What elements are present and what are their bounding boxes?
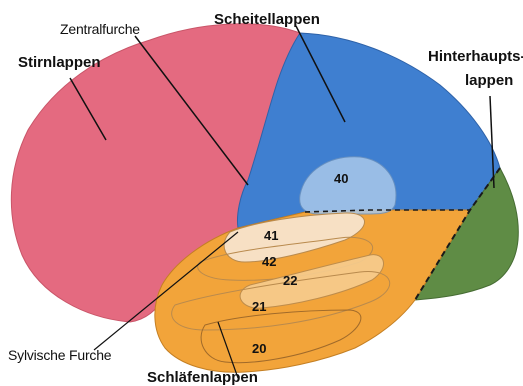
zentralfurche-label: Zentralfurche [60, 22, 140, 36]
area-21-number: 21 [252, 300, 266, 313]
stirnlappen-label: Stirnlappen [18, 55, 101, 70]
area-40-number: 40 [334, 172, 348, 185]
sylvische-furche-label: Sylvische Furche [8, 348, 111, 362]
area-41-number: 41 [264, 229, 278, 242]
schlaefenlappen-label: Schläfenlappen [147, 370, 258, 385]
area-42-number: 42 [262, 255, 276, 268]
hinterhaupts-label-line2: lappen [465, 73, 513, 88]
hinterhaupts-label-line1: Hinterhaupts- [428, 49, 523, 64]
area-20-number: 20 [252, 342, 266, 355]
area-22-number: 22 [283, 274, 297, 287]
scheitellappen-label: Scheitellappen [214, 12, 320, 27]
